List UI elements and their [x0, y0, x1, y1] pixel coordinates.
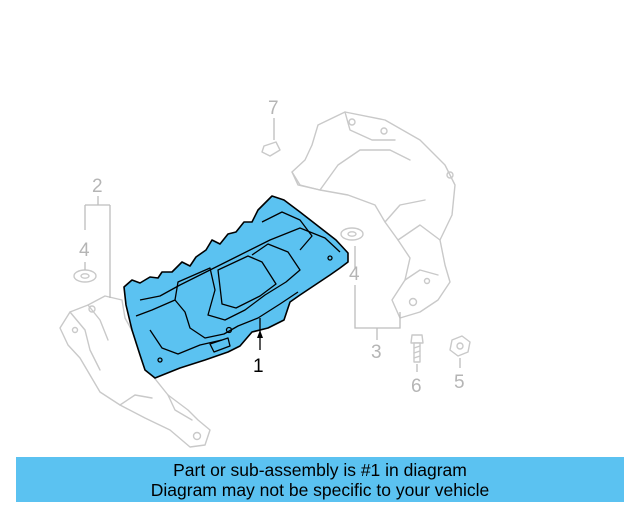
callout-4-right: 4 — [349, 264, 360, 285]
bolt-6-ghost — [410, 334, 424, 363]
retainer-7-ghost — [261, 141, 281, 157]
washer-4-left-ghost — [73, 269, 97, 283]
callout-7: 7 — [268, 98, 279, 119]
callout-2: 2 — [92, 176, 103, 197]
callout-4-left: 4 — [79, 240, 90, 261]
callout-6: 6 — [411, 376, 422, 397]
banner-line-disclaimer: Diagram may not be specific to your vehi… — [150, 479, 490, 500]
info-banner: Part or sub-assembly is #1 in diagram Di… — [16, 457, 624, 502]
callout-lines — [84, 118, 461, 372]
clip-5-ghost — [449, 335, 471, 357]
callout-3: 3 — [371, 342, 382, 363]
callout-5: 5 — [454, 372, 465, 393]
engine-shield-part-1[interactable] — [123, 195, 349, 379]
parts-diagram: 1 2 3 4 4 5 6 7 — [59, 98, 471, 448]
right-splash-shield-ghost — [291, 111, 456, 319]
banner-line-part: Part or sub-assembly is #1 in diagram — [173, 459, 467, 480]
callout-1: 1 — [253, 356, 264, 377]
washer-4-right-ghost — [340, 227, 364, 241]
